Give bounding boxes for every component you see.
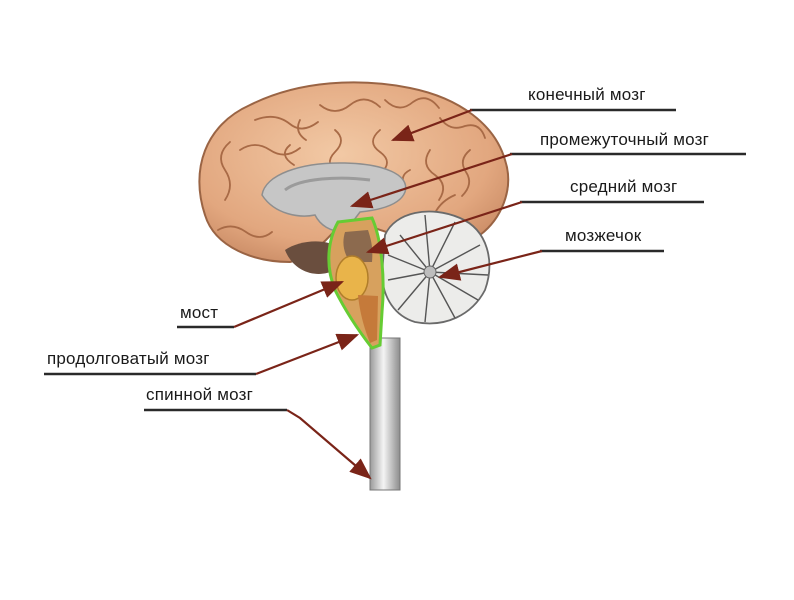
telencephalon-label: конечный мозг bbox=[528, 85, 646, 105]
pons-label: мост bbox=[180, 303, 218, 323]
diencephalon-label: промежуточный мозг bbox=[540, 130, 709, 150]
midbrain-label: средний мозг bbox=[570, 177, 677, 197]
spinal-cord-arrow bbox=[287, 410, 370, 478]
medulla-label: продолговатый мозг bbox=[47, 349, 210, 369]
spinal-cord-shape bbox=[370, 338, 400, 490]
pons-arrow bbox=[234, 282, 342, 327]
spinal-cord-label: спинной мозг bbox=[146, 385, 253, 405]
pons-shape bbox=[336, 256, 368, 300]
medulla-arrow bbox=[256, 335, 357, 374]
cerebellum-label: мозжечок bbox=[565, 226, 641, 246]
